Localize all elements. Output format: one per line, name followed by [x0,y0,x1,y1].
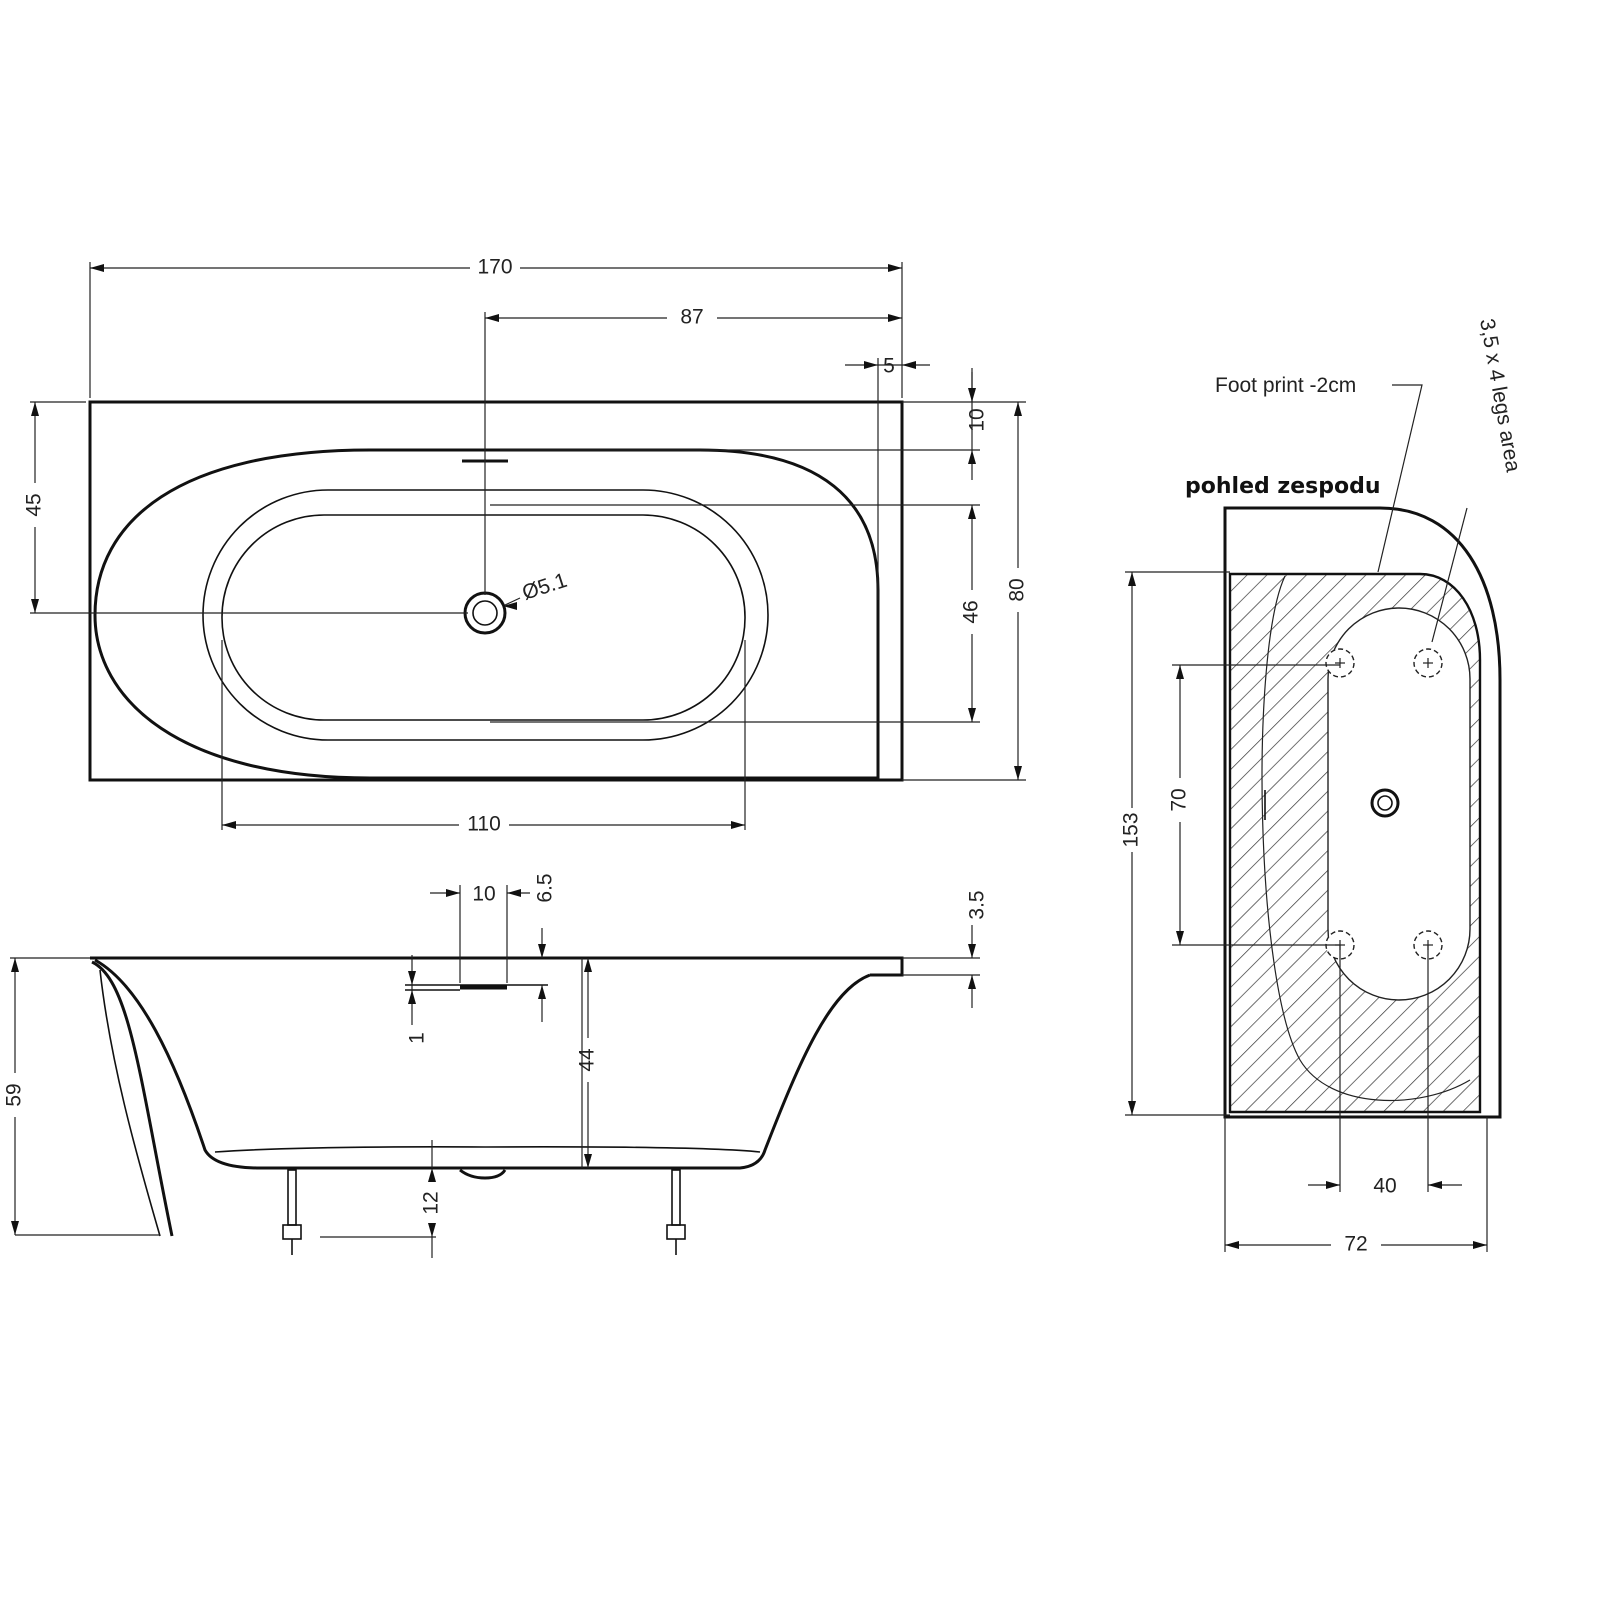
dim-overall-length-label: 170 [477,256,512,279]
dim-drain-offset-label: 87 [680,306,703,329]
drain-icon [463,591,507,635]
dim-rim-offset: 5 [845,355,930,378]
dim-overflow-depth: 6.5 [534,873,557,1022]
dim-bottom-width-label: 72 [1344,1233,1367,1256]
dim-overall-length: 170 [90,256,902,279]
dim-overflow-height-label: 1 [406,1032,429,1044]
dim-inner-depth: 44 [576,958,599,1168]
dim-leg-height-label: 12 [420,1191,443,1214]
apron-panel [91,960,174,1237]
dim-leg-spacing-short: 40 [1308,1175,1462,1198]
dim-overall-width: 80 [1006,402,1029,780]
dim-inner-length: 110 [222,813,745,836]
dim-leg-spacing-long-label: 70 [1168,788,1191,811]
leg-right [666,1169,686,1255]
leg-left [282,1169,302,1255]
bottom-view: pohled zespodu Foot print -2cm 3,5 x 4 l… [1185,317,1525,1119]
basin-floor [221,514,746,721]
dim-back-ledge: 10 [966,372,989,480]
basin-outer-rim [93,448,880,780]
dim-bottom-length: 153 [1120,572,1143,1115]
rim-line [90,956,904,977]
top-outline [88,400,904,782]
dim-rim-thickness-label: 3.5 [966,890,989,919]
leg-marker-icon [1413,648,1443,678]
side-view [90,956,904,1255]
dimensions: 170 87 5 45 10 46 80 110 10 6.5 3.5 1 59 44 12 153 70 40 7… [3,256,1488,1258]
dim-bottom-length-label: 153 [1120,812,1143,847]
drain-underside-icon [1370,788,1400,818]
dim-bottom-width: 72 [1225,1233,1487,1256]
dim-leg-height: 12 [420,1140,443,1258]
dim-overflow-height: 1 [406,955,429,1044]
dim-leg-spacing-long: 70 [1168,665,1191,945]
dim-overflow-depth-label: 6.5 [534,873,557,902]
dim-drain-from-back-label: 45 [23,493,46,516]
dim-back-ledge-label: 10 [966,408,989,431]
drain-diameter-label: Ø5.1 [519,569,569,605]
dim-inner-width-label: 46 [960,600,983,623]
dim-overall-height: 59 [3,958,26,1235]
dim-inner-width: 46 [960,505,983,722]
bottom-outline [1223,506,1502,1119]
dim-drain-from-back: 45 [23,402,46,613]
dim-inner-length-label: 110 [467,813,500,836]
dim-rim-offset-label: 5 [883,355,895,378]
footprint-note: Foot print -2cm [1215,374,1356,397]
dim-rim-thickness: 3.5 [966,890,989,1008]
legs-note: 3,5 x 4 legs area [1475,317,1525,474]
dim-overflow-width: 10 [430,883,530,906]
dim-inner-depth-label: 44 [576,1048,599,1072]
dim-overflow-width-label: 10 [472,883,495,906]
leg-marker-icon [1325,648,1355,678]
top-view: Ø5.1 [88,400,904,782]
dim-leg-spacing-short-label: 40 [1373,1175,1396,1198]
dim-drain-offset: 87 [485,306,902,329]
dim-overall-width-label: 80 [1006,578,1029,601]
dim-overall-height-label: 59 [3,1083,26,1106]
basin-profile [94,958,871,1170]
bottom-view-title: pohled zespodu [1185,474,1381,499]
